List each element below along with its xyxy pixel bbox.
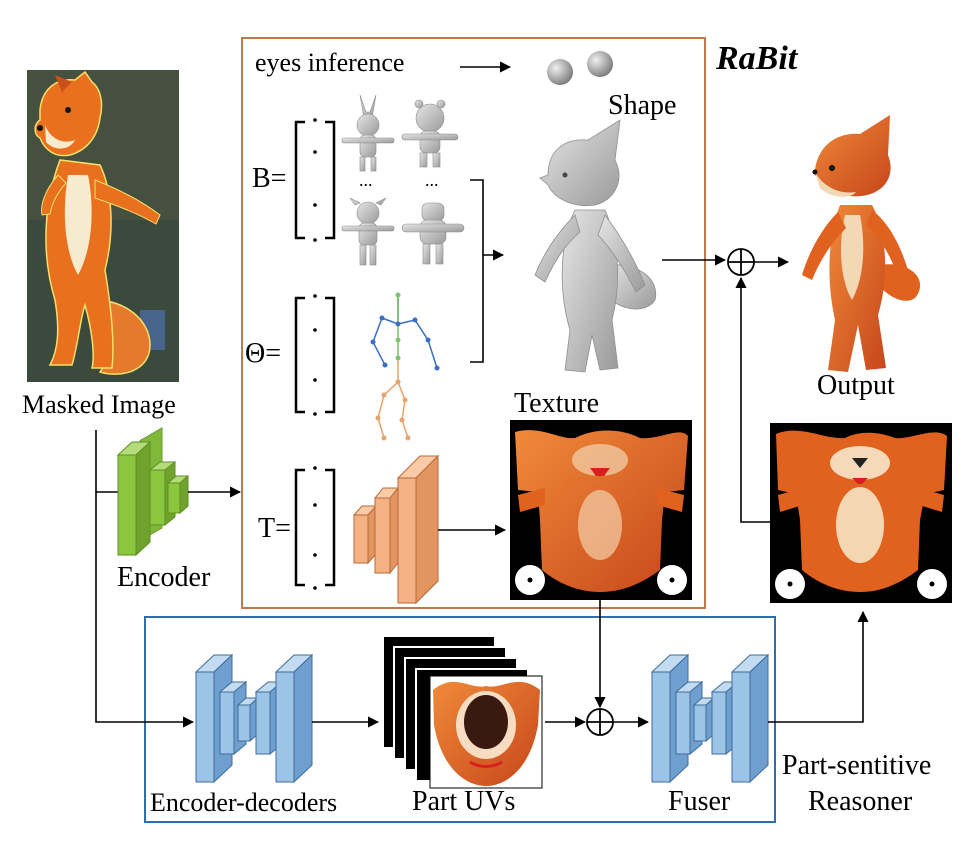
t-equals-label: T= — [258, 513, 291, 544]
ellipsis-right: ... — [425, 170, 439, 190]
encoder-label: Encoder — [117, 562, 211, 593]
part-uv-stack — [382, 635, 543, 789]
reasoner-label-line1: Part-sentitive — [782, 750, 932, 781]
texture-map — [510, 420, 692, 600]
reasoner-label-line2: Reasoner — [808, 786, 913, 817]
fuser-label: Fuser — [668, 786, 731, 817]
reasoner-box — [144, 616, 776, 823]
refined-texture-map — [770, 423, 952, 603]
eyes-inference-label: eyes inference — [255, 48, 405, 77]
encoder-decoders-block — [194, 653, 314, 784]
rabit-box — [241, 37, 706, 609]
fuser-block — [650, 653, 770, 784]
texture-label: Texture — [514, 388, 600, 419]
template-meshes — [341, 94, 465, 266]
encoder-decoders-label: Encoder-decoders — [150, 788, 338, 817]
texture-decoder-block — [352, 454, 440, 605]
rabit-title: RaBit — [716, 40, 798, 77]
ellipsis-left: ... — [359, 170, 373, 190]
skeleton — [370, 292, 440, 441]
eye-spheres — [547, 51, 613, 85]
b-equals-label: B= — [252, 163, 287, 194]
sum-operator-bottom — [586, 708, 614, 736]
output-fox — [802, 115, 921, 372]
output-label: Output — [817, 370, 895, 401]
sum-operator-top — [727, 248, 755, 276]
encoder-block — [116, 427, 190, 557]
theta-equals-label: Θ= — [245, 338, 282, 369]
fox-image — [27, 70, 179, 382]
gray-mesh — [534, 119, 657, 373]
masked-image-label: Masked Image — [22, 390, 176, 419]
shape-label: Shape — [608, 90, 677, 121]
part-uvs-label: Part UVs — [412, 786, 516, 817]
